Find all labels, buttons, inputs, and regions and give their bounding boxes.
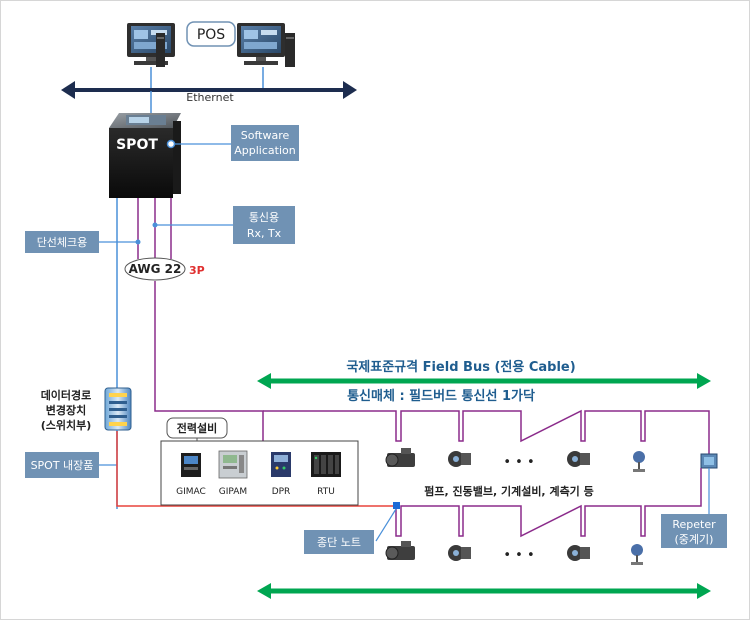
rtu-module-icon [311, 452, 341, 477]
terminator-node-icon[interactable] [393, 502, 400, 509]
device-label-gimac: GIMAC [176, 487, 206, 497]
ethernet-label: Ethernet [186, 91, 234, 104]
software-application-box: Software Application [231, 125, 299, 161]
software-connector-dot [166, 139, 176, 149]
top-fieldbus-line [263, 409, 710, 456]
pump-icon-bottom [385, 541, 415, 560]
device-label-gipam: GIPAM [219, 487, 247, 497]
valve-actuator-icon-bottom-2 [567, 545, 590, 561]
awg-phase-label: 3P [189, 264, 205, 277]
fieldbus-bottom-arrow [257, 583, 711, 599]
valve-actuator-icon-bottom-1 [448, 545, 471, 561]
datapath-line3: (스위치부) [41, 418, 92, 432]
disconnect-check-box: 단선체크용 [25, 231, 99, 253]
comm-line1: 통신용 [249, 211, 279, 224]
red-return-cable [116, 431, 396, 507]
pos-label-box: POS [186, 21, 236, 47]
spot-controller-icon: SPOT [109, 113, 181, 198]
bottom-ellipsis: • • • [503, 548, 534, 563]
comm-rx-tx-box: 통신용 Rx, Tx [233, 206, 295, 244]
device-label-rtu: RTU [317, 487, 335, 497]
meter-sensor-icon-top [633, 451, 645, 472]
repeater-box: Repeter (중계기) [661, 514, 727, 548]
power-equipment-panel: 전력설비 GIMAC [160, 417, 359, 506]
fieldbus-medium: 통신매체 : 필드버드 통신선 1가닥 [347, 388, 535, 404]
fieldbus-title: 국제표준규격 Field Bus (전용 Cable) [346, 359, 575, 375]
software-line2: Application [234, 144, 295, 157]
spot-builtin-label: SPOT 내장품 [31, 459, 94, 472]
switch-unit-icon [104, 387, 132, 431]
field-devices-caption: 펌프, 진동밸브, 기계설비, 계측기 등 [424, 484, 594, 498]
disconnect-check-label: 단선체크용 [37, 236, 88, 249]
repeater-icon[interactable] [700, 453, 718, 469]
repeater-line1: Repeter [672, 518, 716, 531]
ethernet-bus: Ethernet [61, 81, 357, 104]
gimac-meter-icon [181, 453, 201, 477]
device-label-dpr: DPR [272, 487, 291, 497]
meter-sensor-icon-bottom [631, 544, 643, 565]
terminator-label: 종단 노트 [317, 536, 361, 549]
awg-label: AWG 22 [129, 262, 182, 276]
pos-label: POS [197, 27, 225, 43]
pump-icon-top [385, 448, 415, 467]
gipam-panel-icon [218, 450, 248, 479]
spot-label: SPOT [116, 137, 158, 153]
fieldbus-top-arrow [257, 373, 711, 389]
pos-computer-right-icon [237, 23, 295, 67]
valve-actuator-icon-top-1 [448, 451, 471, 467]
bottom-fieldbus-line [395, 468, 702, 538]
datapath-line1: 데이터경로 [41, 388, 92, 402]
terminator-box: 종단 노트 [304, 530, 374, 554]
spot-builtin-box: SPOT 내장품 [25, 452, 99, 478]
datapath-line2: 변경장치 [46, 403, 86, 417]
awg-cable-spec: AWG 22 3P [124, 257, 205, 281]
repeater-line2: (중계기) [675, 533, 714, 546]
dpr-relay-icon [271, 452, 291, 477]
software-line1: Software [241, 129, 290, 142]
power-title: 전력설비 [177, 421, 217, 435]
top-ellipsis: • • • [503, 455, 534, 470]
comm-line2: Rx, Tx [247, 227, 282, 240]
pos-computer-left-icon [127, 23, 175, 67]
valve-actuator-icon-top-2 [567, 451, 590, 467]
